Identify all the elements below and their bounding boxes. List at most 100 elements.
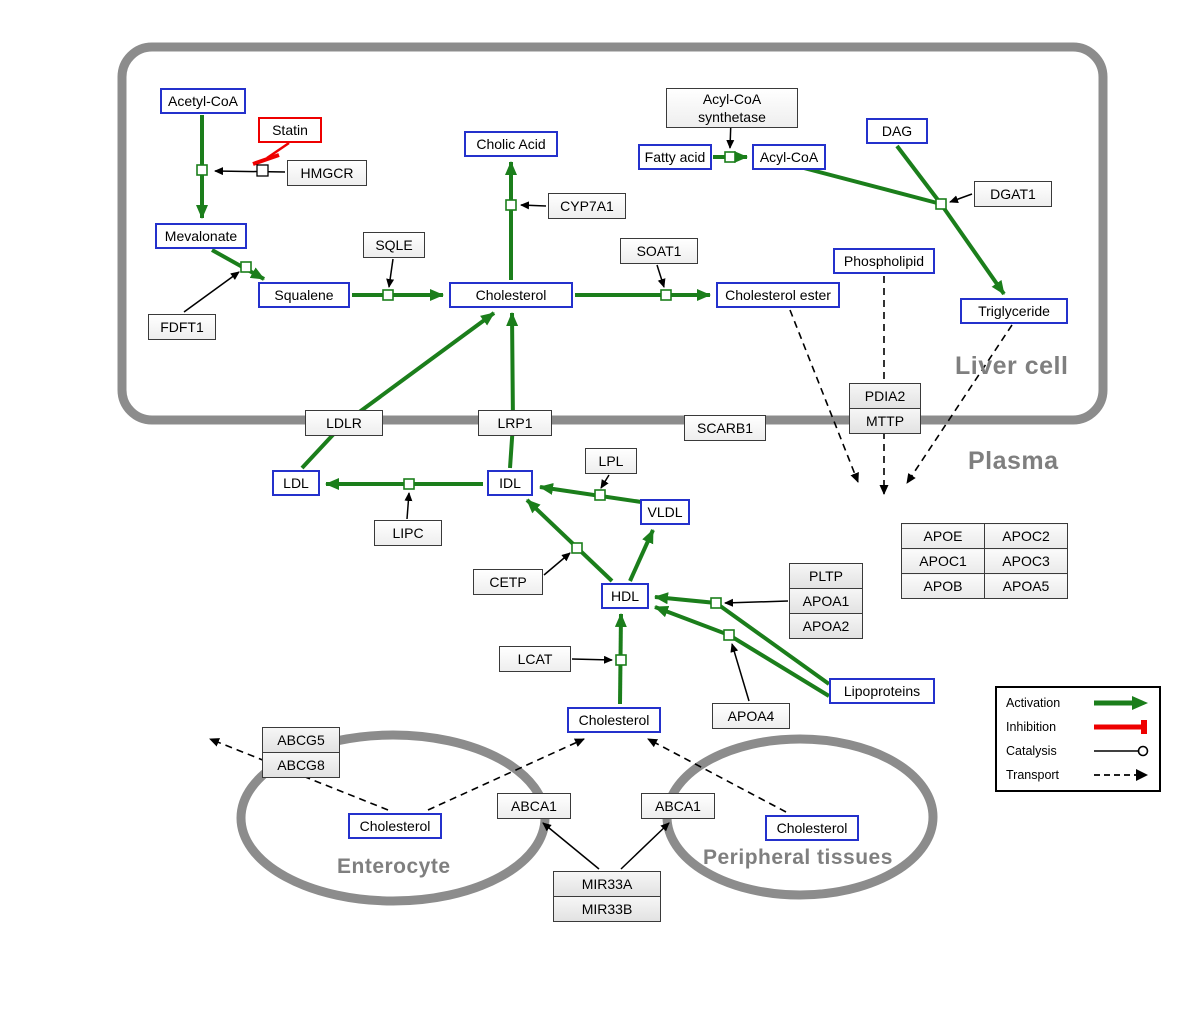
node-cetp[interactable]: CETP — [473, 569, 543, 595]
node-phospholipid[interactable]: Phospholipid — [833, 248, 935, 274]
node-apoa1[interactable]: APOA1 — [789, 588, 863, 614]
inhibition-edge-statin — [252, 141, 290, 166]
legend-transport-label: Transport — [1006, 768, 1060, 782]
node-apoa2[interactable]: APOA2 — [789, 613, 863, 639]
node-acyl-coa[interactable]: Acyl-CoA — [752, 144, 826, 170]
reaction-node — [710, 597, 722, 609]
transport-cholesterol-abca1-peripheral — [647, 738, 787, 813]
node-apoc1[interactable]: APOC1 — [901, 548, 985, 574]
node-ldl[interactable]: LDL — [272, 470, 320, 496]
transport-cholesterol-abca1-enterocyte — [427, 738, 585, 811]
node-apoa4[interactable]: APOA4 — [712, 703, 790, 729]
node-abcg8[interactable]: ABCG8 — [262, 752, 340, 778]
node-lpl[interactable]: LPL — [585, 448, 637, 474]
liver-cell-membrane — [117, 42, 1108, 425]
edge-vldl-idl — [539, 482, 649, 505]
reaction-node — [724, 151, 736, 163]
legend-row-activation: Activation — [1006, 695, 1150, 711]
catalysis-cyp7a1 — [520, 201, 547, 210]
node-vldl[interactable]: VLDL — [640, 499, 690, 525]
reaction-node-squares — [196, 151, 947, 666]
node-mir33b[interactable]: MIR33B — [553, 896, 661, 922]
node-lrp1[interactable]: LRP1 — [478, 410, 552, 436]
catalysis-hmgcr — [214, 167, 286, 176]
node-statin[interactable]: Statin — [258, 117, 322, 143]
node-fdft1[interactable]: FDFT1 — [148, 314, 216, 340]
edge-ldl-ldlr-cholesterol — [300, 311, 496, 470]
node-abca1-peripheral[interactable]: ABCA1 — [641, 793, 715, 819]
catalysis-pltp-apoa1-apoa2 — [724, 598, 789, 607]
node-cholic-acid[interactable]: Cholic Acid — [464, 131, 558, 157]
node-abcg5[interactable]: ABCG5 — [262, 727, 340, 753]
transport-triglyceride-to-plasma — [906, 324, 1013, 484]
node-apoa5[interactable]: APOA5 — [984, 573, 1068, 599]
node-acyl-coa-synthetase[interactable]: Acyl-CoA synthetase — [666, 88, 798, 128]
node-pdia2[interactable]: PDIA2 — [849, 383, 921, 409]
node-apoe[interactable]: APOE — [901, 523, 985, 549]
legend-row-inhibition: Inhibition — [1006, 719, 1150, 735]
reaction-node — [660, 289, 672, 301]
node-cholesterol-liver[interactable]: Cholesterol — [449, 282, 573, 308]
reaction-node — [571, 542, 583, 554]
catalysis-circle-icon — [1094, 745, 1149, 757]
node-dgat1[interactable]: DGAT1 — [974, 181, 1052, 207]
edge-hdl-idl — [525, 498, 614, 583]
reaction-node — [935, 198, 947, 210]
node-hmgcr[interactable]: HMGCR — [287, 160, 367, 186]
node-apoc2[interactable]: APOC2 — [984, 523, 1068, 549]
reaction-node — [240, 261, 252, 273]
reaction-node — [505, 199, 517, 211]
node-hdl[interactable]: HDL — [601, 583, 649, 609]
node-lipc[interactable]: LIPC — [374, 520, 442, 546]
edge-acylcoa-dgat1node — [799, 165, 942, 206]
node-cyp7a1[interactable]: CYP7A1 — [548, 193, 626, 219]
legend-inhibition-label: Inhibition — [1006, 720, 1057, 734]
regulation-mir33-abca1-enterocyte — [542, 822, 600, 870]
catalysis-soat1 — [656, 264, 666, 288]
node-cholesterol-enterocyte[interactable]: Cholesterol — [348, 813, 442, 839]
transport-cholesterol-abcg5-abcg8 — [209, 738, 389, 811]
transport-cholesterol-ester-to-plasma — [789, 309, 859, 483]
node-scarb1[interactable]: SCARB1 — [684, 415, 766, 441]
node-idl[interactable]: IDL — [487, 470, 533, 496]
node-cholesterol-plasma[interactable]: Cholesterol — [567, 707, 661, 733]
plasma-label: Plasma — [968, 447, 1059, 475]
catalysis-sqle — [386, 258, 395, 288]
node-lcat[interactable]: LCAT — [499, 646, 571, 672]
inhibition-tbar-icon — [1094, 720, 1147, 734]
node-acetyl-coa[interactable]: Acetyl-CoA — [160, 88, 246, 114]
edge-idl-lrp1-cholesterol — [506, 312, 519, 469]
node-triglyceride[interactable]: Triglyceride — [960, 298, 1068, 324]
catalysis-lpl — [600, 474, 610, 489]
node-cholesterol-ester[interactable]: Cholesterol ester — [716, 282, 840, 308]
node-mttp[interactable]: MTTP — [849, 408, 921, 434]
peripheral-tissues-label: Peripheral tissues — [703, 846, 893, 869]
node-abca1-enterocyte[interactable]: ABCA1 — [497, 793, 571, 819]
liver-cell-label: Liver cell — [955, 352, 1069, 380]
node-apoc3[interactable]: APOC3 — [984, 548, 1068, 574]
node-soat1[interactable]: SOAT1 — [620, 238, 698, 264]
reaction-node — [594, 489, 606, 501]
enterocyte-label: Enterocyte — [337, 855, 451, 878]
edge-hdl-vldl — [628, 529, 655, 582]
node-cholesterol-peripheral[interactable]: Cholesterol — [765, 815, 859, 841]
node-ldlr[interactable]: LDLR — [305, 410, 383, 436]
node-pltp[interactable]: PLTP — [789, 563, 863, 589]
node-fatty-acid[interactable]: Fatty acid — [638, 144, 712, 170]
catalysis-anchor-square — [256, 164, 269, 177]
node-dag[interactable]: DAG — [866, 118, 928, 144]
node-mevalonate[interactable]: Mevalonate — [155, 223, 247, 249]
node-squalene[interactable]: Squalene — [258, 282, 350, 308]
node-sqle[interactable]: SQLE — [363, 232, 425, 258]
catalysis-dgat1 — [949, 193, 973, 204]
reaction-node — [723, 629, 735, 641]
node-lipoproteins[interactable]: Lipoproteins — [829, 678, 935, 704]
node-mir33a[interactable]: MIR33A — [553, 871, 661, 897]
activation-arrow-icon — [1094, 696, 1148, 710]
catalysis-cetp — [543, 552, 571, 576]
legend-catalysis-label: Catalysis — [1006, 744, 1057, 758]
reaction-node — [615, 654, 627, 666]
node-apob[interactable]: APOB — [901, 573, 985, 599]
